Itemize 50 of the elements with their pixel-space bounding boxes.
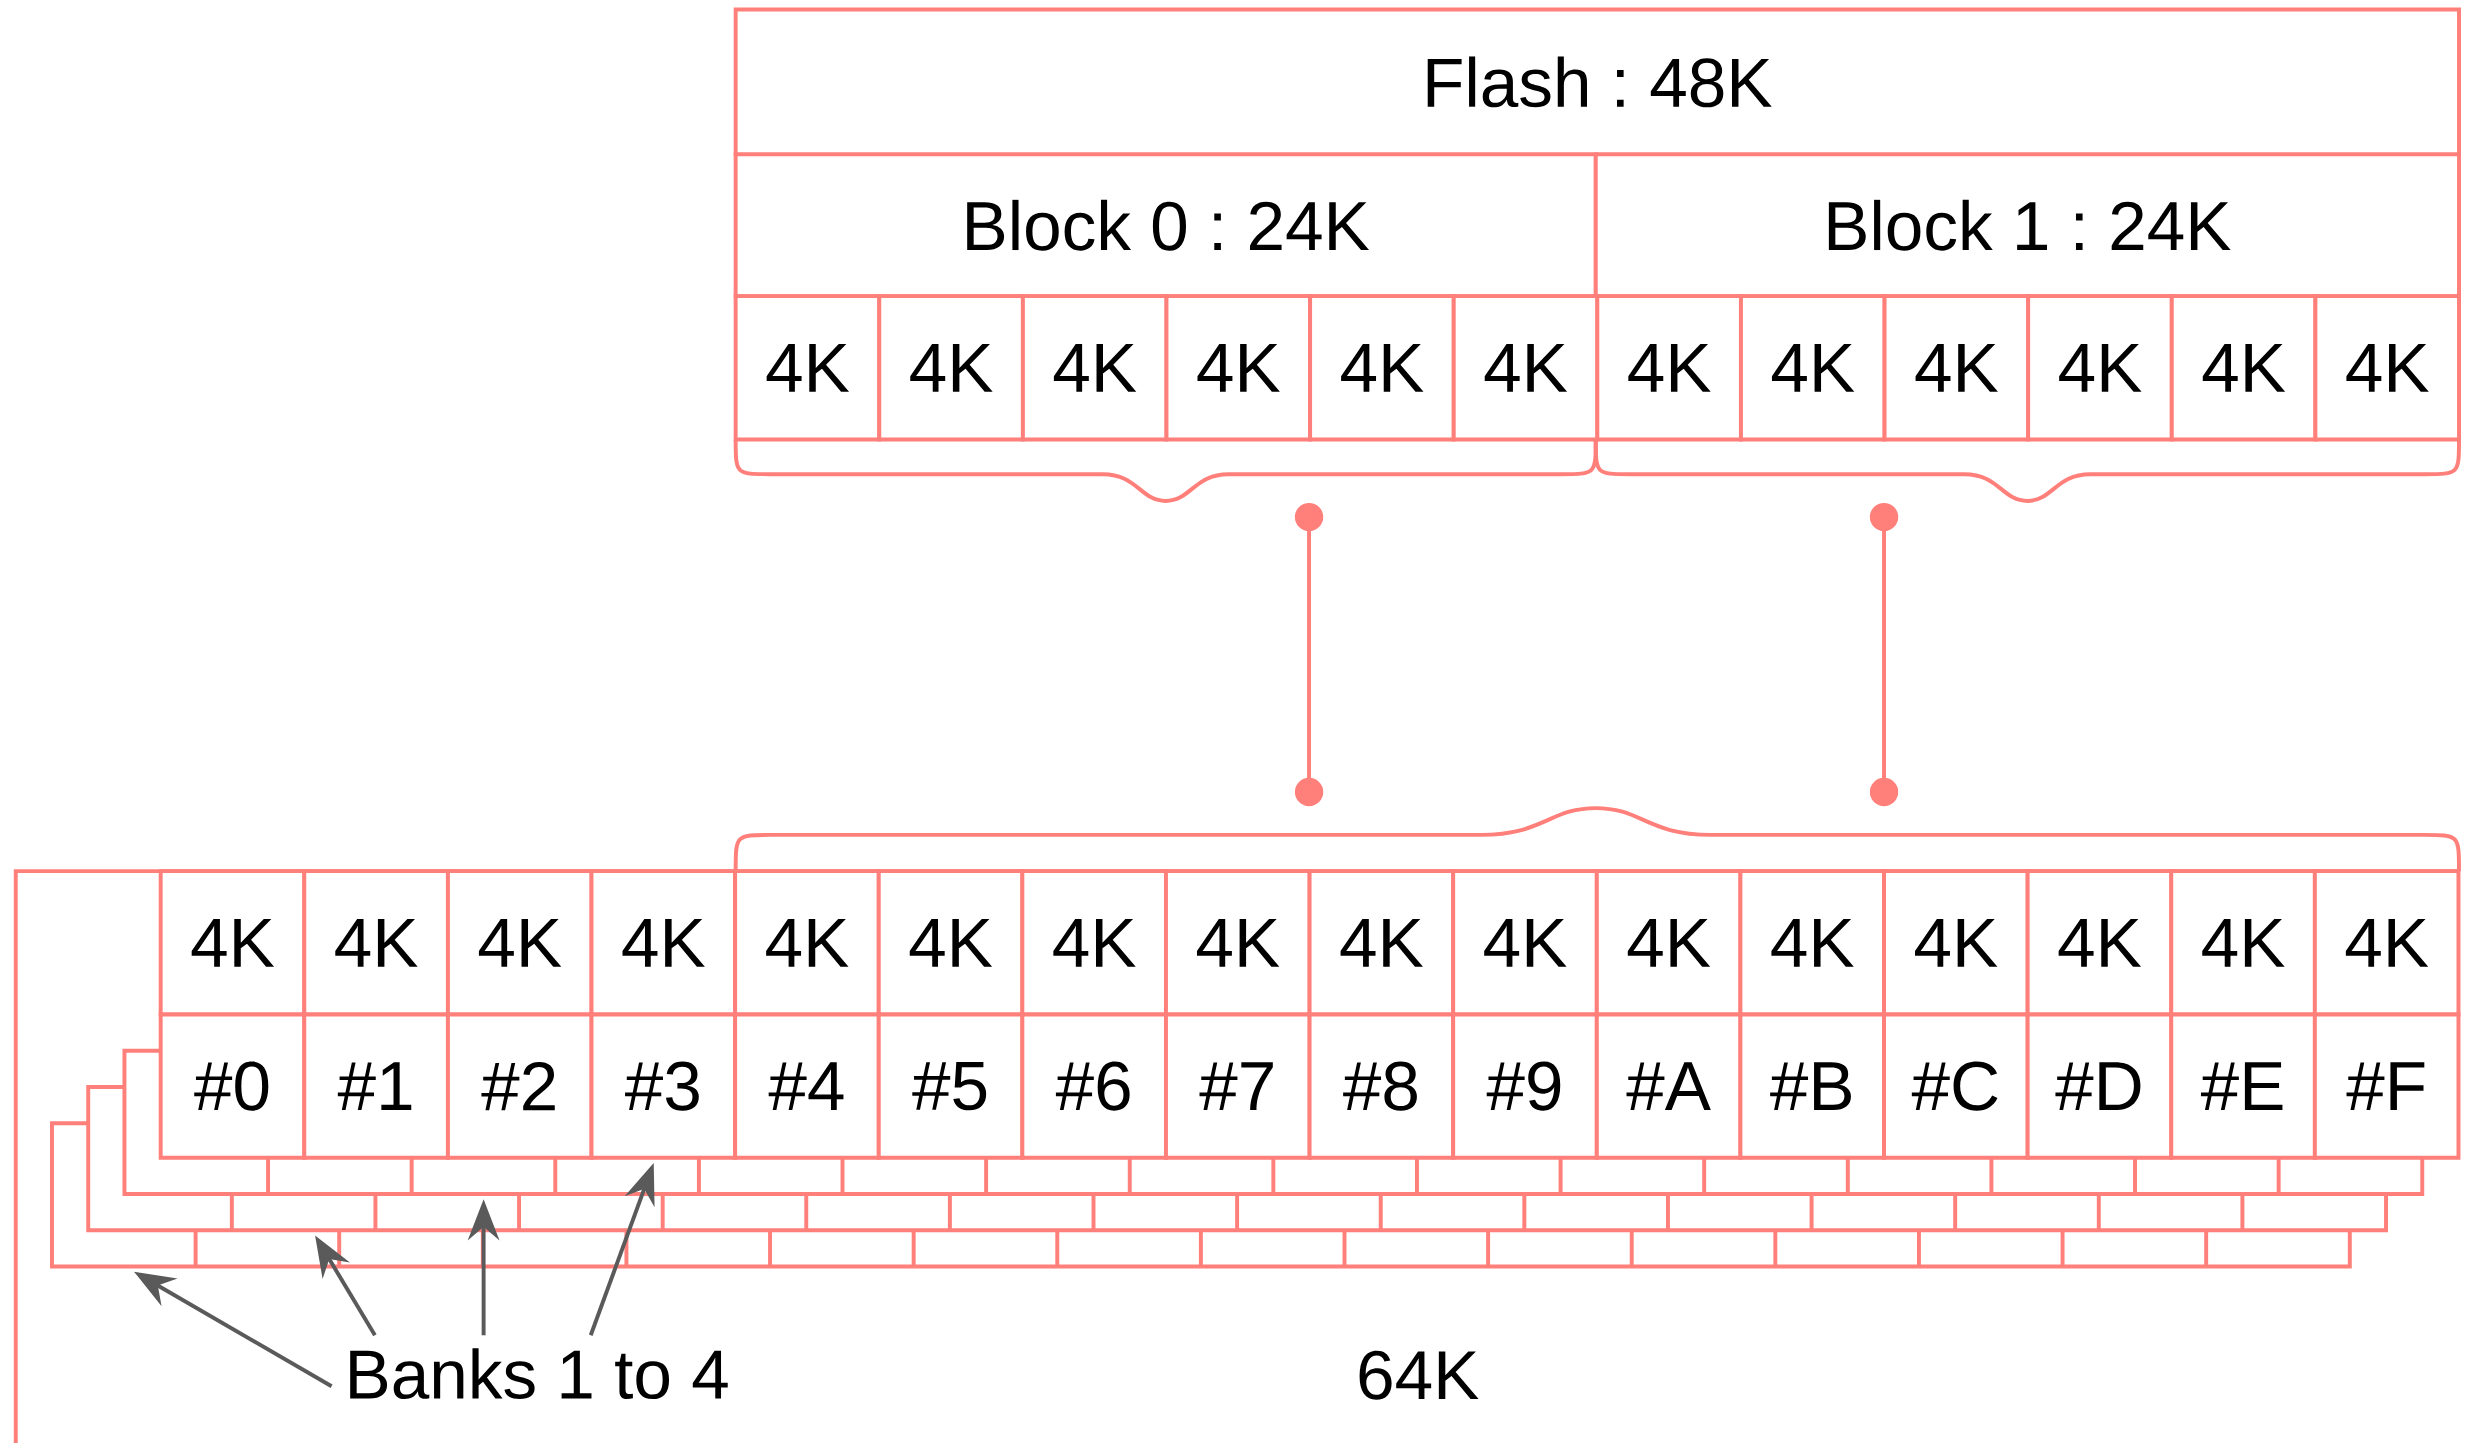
memory-cell: 4K — [1882, 294, 2031, 442]
bank-cell: #D — [2025, 1012, 2174, 1160]
bank-cell: #E — [2169, 1012, 2317, 1160]
memory-cell: 4K — [589, 869, 738, 1017]
memory-cell: 4K — [733, 294, 882, 442]
bank-cell: #1 — [302, 1012, 450, 1160]
memory-cell: 4K — [1738, 869, 1886, 1017]
memory-cell: 4K — [1738, 294, 1887, 442]
memory-cell: 4K — [1594, 869, 1743, 1017]
memory-cell: 4K — [1308, 294, 1456, 442]
curly-brace — [733, 439, 1598, 503]
bank-cell: #2 — [445, 1012, 594, 1160]
memory-cell: 4K — [1451, 869, 1599, 1017]
bank-cell: #8 — [1307, 1012, 1456, 1160]
memory-cell: 4K — [1164, 294, 1313, 442]
memory-cell: 4K — [2313, 294, 2461, 442]
memory-cell: 4K — [2025, 869, 2174, 1017]
memory-cell: 4K — [1020, 294, 1169, 442]
memory-cell: 4K — [1164, 869, 1312, 1017]
memory-cell: 4K — [302, 869, 450, 1017]
memory-cell: 4K — [733, 869, 881, 1017]
bank-cell: #0 — [158, 1012, 307, 1160]
memory-cell: 4K — [877, 294, 1025, 442]
curly-brace — [1593, 439, 2461, 503]
bank-cell: #B — [1738, 1012, 1886, 1160]
memory-cell: 4K — [1882, 869, 2030, 1017]
memory-cell: 4K — [2312, 869, 2461, 1017]
memory-cell: 4K — [1595, 294, 1743, 442]
memory-cell: 4K — [158, 869, 307, 1017]
memory-cell: 4K — [1020, 869, 1168, 1017]
curly-brace — [733, 806, 2461, 872]
memory-cell: 4K — [2169, 869, 2317, 1017]
connector — [1869, 502, 1899, 807]
bank-cell: #5 — [876, 1012, 1025, 1160]
memory-cell: 4K — [2026, 294, 2174, 442]
bank-cell: #F — [2312, 1012, 2461, 1160]
bank-cell: #9 — [1451, 1012, 1599, 1160]
connector — [1294, 502, 1324, 807]
bank-cell: #6 — [1020, 1012, 1168, 1160]
bank-cell: #4 — [733, 1012, 881, 1160]
annotation-text: Banks 1 to 4 — [350, 1348, 728, 1400]
memory-cell: 4K — [1307, 869, 1456, 1017]
memory-cell: 4K — [876, 869, 1025, 1017]
bank-cell: #7 — [1164, 1012, 1312, 1160]
memory-cell: 4K — [445, 869, 594, 1017]
memory-cell: 4K — [2169, 294, 2318, 442]
bank-cell: #C — [1882, 1012, 2030, 1160]
memory-cell: 4K — [1451, 294, 1600, 442]
bank-cell: #A — [1594, 1012, 1743, 1160]
bank-cell: #3 — [589, 1012, 738, 1160]
